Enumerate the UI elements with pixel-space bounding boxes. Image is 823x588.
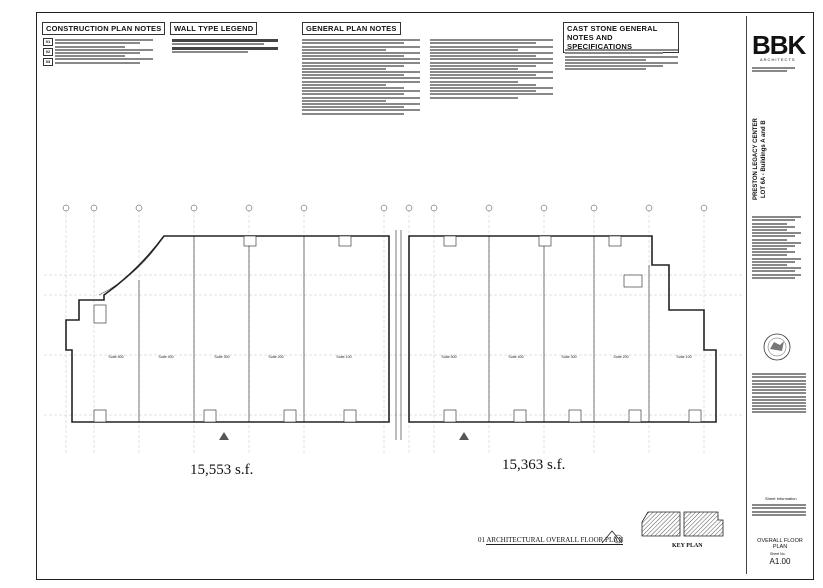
suite-label-b-2: Suite 400 (508, 355, 523, 359)
building-a-area: 15,553 s.f. (190, 462, 254, 478)
general-plan-notes-title: GENERAL PLAN NOTES (302, 22, 401, 35)
project-subtitle: LOT 6A - Buildings A and B (761, 120, 767, 198)
consultant-info (752, 215, 802, 280)
wall-type-legend-title: WALL TYPE LEGEND (170, 22, 258, 35)
construction-notes-body (55, 38, 155, 65)
project-name: PRESTON LEGACY CENTER (753, 118, 759, 200)
note-key-02: 02 (43, 48, 53, 56)
sheet-info-table (752, 503, 807, 517)
architect-seal-icon (763, 333, 791, 361)
construction-plan-notes-title: CONSTRUCTION PLAN NOTES (42, 22, 166, 35)
suite-label-a-1: Suite 500 (108, 355, 123, 359)
cast-stone-notes-body (565, 48, 680, 72)
title-block (746, 16, 810, 574)
sheet-title: OVERALL FLOOR PLAN (757, 538, 803, 550)
firm-logo: BBK (752, 30, 806, 60)
suite-label-b-3: Suite 300 (561, 355, 576, 359)
suite-label-b-1: Suite 500 (441, 355, 456, 359)
drawing-number: 01 (478, 536, 485, 544)
architectural-floor-plan: Suite 500 Suite 400 Suite 300 Suite 200 … (44, 204, 744, 455)
firm-logo-subtitle: ARCHITECTS (760, 57, 796, 62)
suite-label-a-4: Suite 200 (268, 355, 283, 359)
building-b-area: 15,363 s.f. (502, 457, 566, 473)
firm-address (752, 66, 802, 74)
key-plan-label: KEY PLAN (672, 543, 703, 549)
suite-label-b-4: Suite 200 (613, 355, 628, 359)
sheet-number-label: Sheet No. (770, 552, 786, 556)
sheet-info-label: Sheet Information (765, 496, 797, 501)
sheet-number: A1.00 (769, 557, 791, 566)
note-key-03: 03 (43, 58, 53, 66)
note-key-01: 01 (43, 38, 53, 46)
drawing-sheet-border (36, 12, 814, 580)
wall-type-legend-body (172, 38, 280, 54)
suite-label-a-5: Suite 100 (336, 355, 351, 359)
north-arrow-icon (601, 530, 623, 544)
key-plan-graphic (641, 511, 724, 537)
suite-label-a-3: Suite 300 (214, 355, 229, 359)
drawing-title: 01 ARCHITECTURAL OVERALL FLOOR PLAN (478, 536, 624, 545)
drawing-title-text: ARCHITECTURAL OVERALL FLOOR PLAN (486, 536, 624, 545)
general-notes-col1 (302, 38, 422, 116)
suite-label-a-2: Suite 400 (158, 355, 173, 359)
revision-table (752, 372, 807, 415)
suite-label-b-5: Suite 100 (676, 355, 691, 359)
general-notes-col2 (430, 38, 555, 100)
